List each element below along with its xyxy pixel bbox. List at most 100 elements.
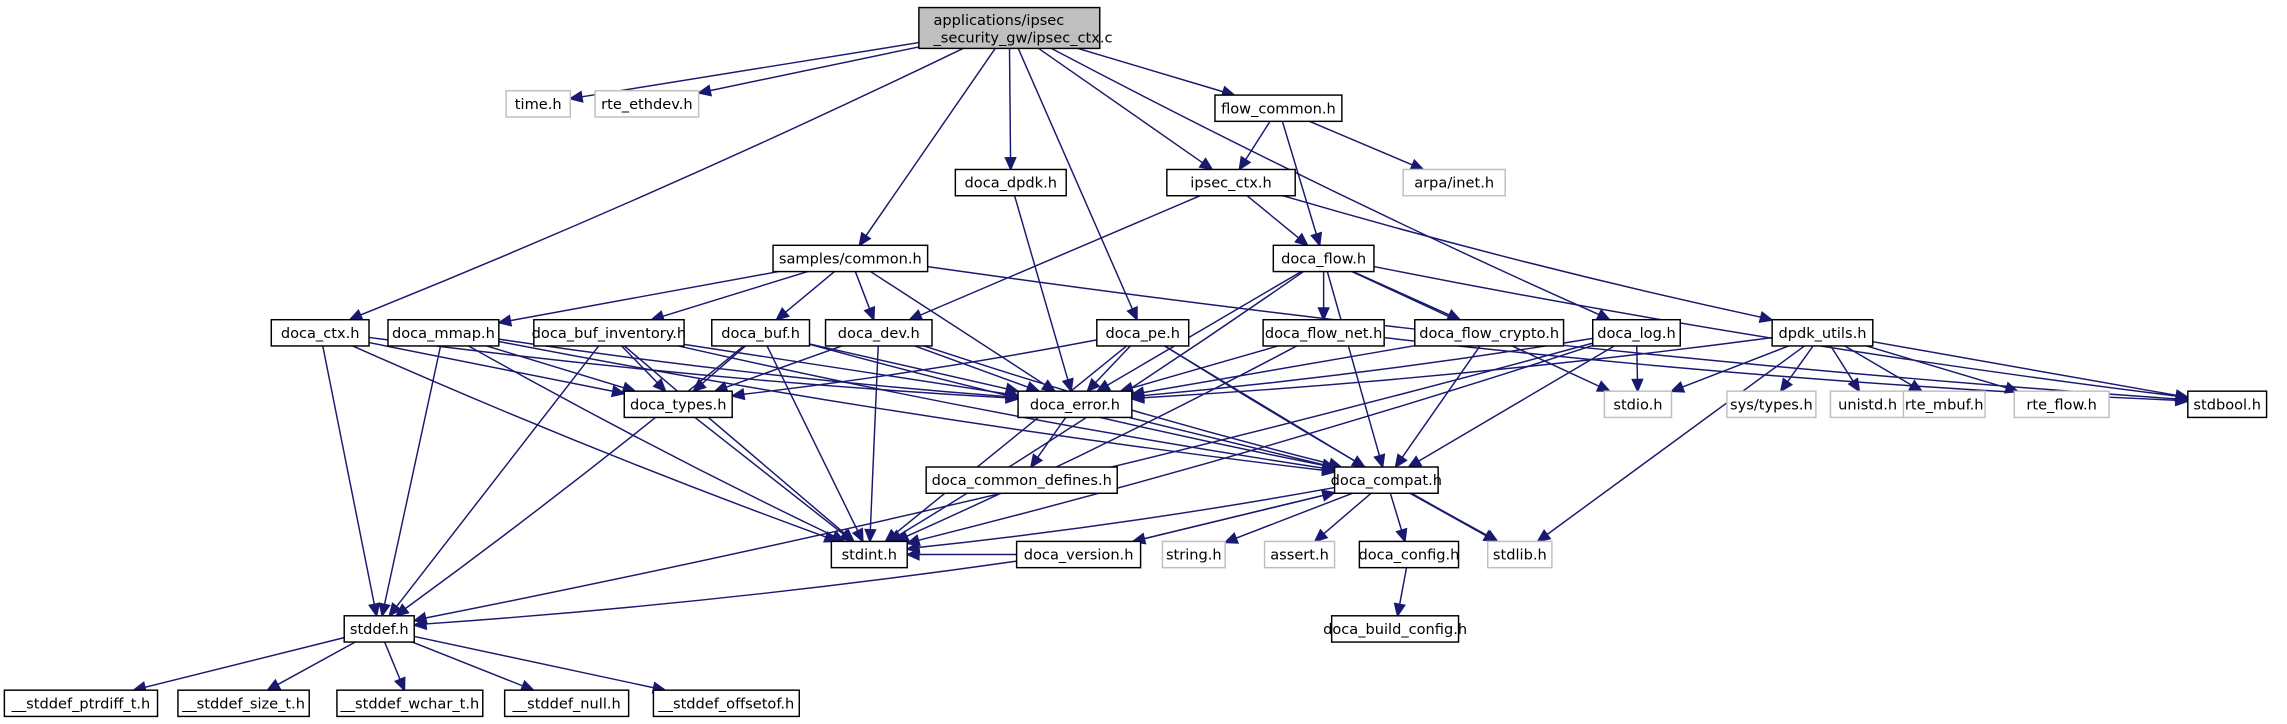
arrowhead-icon <box>1394 453 1408 469</box>
nodes-layer: applications/ipsec_security_gw/ipsec_ctx… <box>3 6 2268 718</box>
edge-doca-flow-h-to-doca-flow-net-h <box>1317 271 1330 322</box>
node-label: string.h <box>1166 547 1222 564</box>
arrowhead-icon <box>1407 455 1423 468</box>
node-stddef-offsetof-h[interactable]: __stddef_offsetof.h <box>652 689 801 718</box>
node-stdint-h[interactable]: stdint.h <box>830 540 908 569</box>
edge-line <box>701 345 746 385</box>
node-doca-dev-h[interactable]: doca_dev.h <box>824 318 933 347</box>
node-dpdk-utils-h[interactable]: dpdk_utils.h <box>1771 318 1874 347</box>
edge-line <box>1132 494 1324 543</box>
edge-doca-flow-net-h-to-doca-error-h <box>1118 345 1279 394</box>
node-doca-flow-crypto-h[interactable]: doca_flow_crypto.h <box>1414 318 1565 347</box>
node-flow-common-h[interactable]: flow_common.h <box>1214 94 1343 123</box>
node-doca-pe-h[interactable]: doca_pe.h <box>1096 318 1190 347</box>
node-doca-buf-inventory-h[interactable]: doca_buf_inventory.h <box>532 318 687 347</box>
edge-dpdk-utils-h-to-stdio-h <box>1669 345 1789 393</box>
node-label: rte_mbuf.h <box>1905 396 1984 413</box>
edge-dpdk-utils-h-to-stdbool-h <box>1872 340 2190 402</box>
node-label: rte_ethdev.h <box>601 96 692 113</box>
node-doca-flow-h[interactable]: doca_flow.h <box>1272 244 1375 273</box>
edge-doca-log-h-to-doca-compat-h <box>1407 345 1615 468</box>
edge-line <box>1389 493 1403 531</box>
edge-line <box>870 270 1046 386</box>
node-box <box>1166 168 1296 197</box>
node-doca-ctx-h[interactable]: doca_ctx.h <box>270 318 370 347</box>
node-doca-types-h[interactable]: doca_types.h <box>623 390 733 419</box>
edge-line <box>1401 345 1481 458</box>
node-label: flow_common.h <box>1221 100 1336 117</box>
edge-line <box>425 560 1017 625</box>
edge-line <box>1281 121 1318 235</box>
node-doca-flow-net-h[interactable]: doca_flow_net.h <box>1262 318 1385 347</box>
node-doca-dpdk-h[interactable]: doca_dpdk.h <box>954 168 1067 197</box>
node-doca-config-h[interactable]: doca_config.h <box>1359 540 1460 569</box>
node-box <box>1214 94 1343 123</box>
node-doca-build-config-h[interactable]: doca_build_config.h <box>1323 615 1467 643</box>
node-stdio-h: stdio.h <box>1603 390 1673 419</box>
edge-line <box>1282 195 1761 318</box>
edge-line <box>1398 567 1408 605</box>
arrowhead-icon <box>1595 308 1612 321</box>
node-doca-common-defines-h[interactable]: doca_common_defines.h <box>925 466 1118 494</box>
node-stddef-h[interactable]: stddef.h <box>343 615 415 643</box>
edge-line <box>1131 345 1279 389</box>
edge-root-to-ipsec-ctx-h <box>1038 47 1214 171</box>
arrowhead-icon <box>378 602 391 618</box>
node-box <box>1603 390 1673 419</box>
edge-line <box>412 641 523 687</box>
edge-line <box>1143 344 1415 394</box>
arrowhead-icon <box>1758 310 1774 324</box>
arrowhead-icon <box>568 90 584 103</box>
node-samples-common-h[interactable]: samples/common.h <box>772 244 929 273</box>
edge-doca-compat-h-to-stdlib-h <box>1409 492 1498 543</box>
node-stddef-size-t-h[interactable]: __stddef_size_t.h <box>177 689 310 718</box>
edge-line <box>662 270 808 317</box>
node-label: __stddef_ptrdiff_t.h <box>11 695 151 712</box>
edge-line <box>368 341 613 392</box>
edge-doca-buf-inventory-h-to-stdint-h <box>623 345 856 543</box>
edge-doca-version-h-to-doca-compat-h <box>1132 489 1337 543</box>
node-doca-version-h[interactable]: doca_version.h <box>1015 540 1142 569</box>
node-root[interactable]: applications/ipsec_security_gw/ipsec_ctx… <box>918 6 1113 50</box>
node-label: sys/types.h <box>1730 396 1813 413</box>
edge-doca-mmap-h-to-stdint-h <box>468 345 846 543</box>
node-stddef-wchar-t-h[interactable]: __stddef_wchar_t.h <box>336 689 484 718</box>
node-box <box>533 318 685 347</box>
arrowhead-icon <box>730 387 746 401</box>
edge-line <box>1872 340 2177 397</box>
node-doca-error-h[interactable]: doca_error.h <box>1017 390 1133 419</box>
edge-doca-log-h-to-stdint-h <box>905 344 1593 547</box>
arrowhead-icon <box>864 528 877 544</box>
node-box <box>343 615 415 643</box>
edge-root-to-doca-dpdk-h <box>1004 48 1017 172</box>
node-box <box>1486 540 1553 569</box>
node-ipsec-ctx-h[interactable]: ipsec_ctx.h <box>1166 168 1296 197</box>
node-stddef-ptrdiff-t-h[interactable]: __stddef_ptrdiff_t.h <box>3 689 159 718</box>
node-label: doca_flow_crypto.h <box>1419 325 1559 342</box>
edge-line <box>468 345 835 537</box>
node-box <box>623 390 733 419</box>
node-doca-mmap-h[interactable]: doca_mmap.h <box>387 318 500 347</box>
edge-doca-buf-inventory-h-to-doca-types-h <box>621 345 667 393</box>
edge-line <box>709 46 920 92</box>
edge-dpdk-utils-h-to-rte-mbuf-h <box>1844 345 1924 393</box>
node-doca-log-h[interactable]: doca_log.h <box>1592 318 1681 347</box>
edge-line <box>1107 270 1302 386</box>
edge-doca-log-h-to-doca-error-h <box>1130 337 1593 402</box>
node-label: __stddef_size_t.h <box>181 695 305 712</box>
node-doca-compat-h[interactable]: doca_compat.h <box>1331 466 1442 494</box>
node-box <box>270 318 370 347</box>
node-stdbool-h[interactable]: stdbool.h <box>2187 390 2268 419</box>
node-stddef-null-h[interactable]: __stddef_null.h <box>503 689 630 718</box>
edge-flow-common-h-to-doca-flow-h <box>1281 121 1323 248</box>
arrowhead-icon <box>1004 382 1020 395</box>
arrowhead-icon <box>388 602 402 618</box>
edge-stddef-h-to-stddef-wchar-t-h <box>383 641 406 692</box>
edge-flow-common-h-to-arpa-inet-h <box>1309 120 1425 171</box>
node-doca-buf-h[interactable]: doca_buf.h <box>711 318 811 347</box>
edge-line <box>1246 195 1300 239</box>
node-box <box>1263 540 1336 569</box>
edge-dpdk-utils-h-to-sys-types-h <box>1779 345 1814 393</box>
node-box <box>1333 466 1439 494</box>
